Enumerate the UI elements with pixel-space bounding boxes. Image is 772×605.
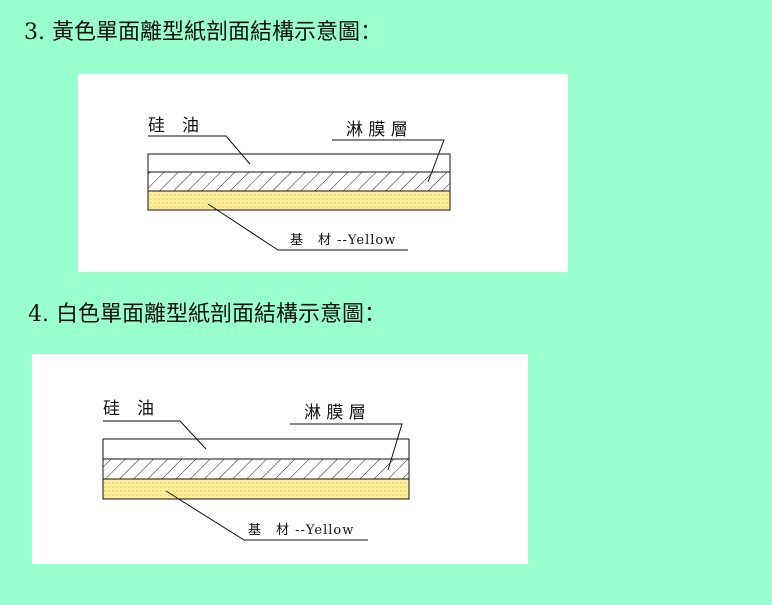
section4-diagram: 硅 油 淋 膜 層 基 材 --Yellow bbox=[32, 354, 528, 564]
section3-silicone-label: 硅 油 bbox=[148, 116, 199, 136]
section3-base-label: 基 材 --Yellow bbox=[290, 233, 396, 248]
section3-heading: 3. 黃色單面離型紙剖面結構示意圖： bbox=[24, 20, 382, 45]
section3-film-label: 淋 膜 層 bbox=[346, 120, 408, 140]
section4-film-label: 淋 膜 層 bbox=[304, 403, 366, 423]
section3-film-layer bbox=[147, 171, 451, 192]
section4-diagram-svg: 硅 油 淋 膜 層 基 材 --Yellow bbox=[102, 399, 410, 541]
section4-film-leader bbox=[290, 423, 403, 471]
section4-film-layer bbox=[102, 458, 410, 480]
section4-silicone-label: 硅 油 bbox=[103, 399, 154, 419]
section3-silicone-leader bbox=[148, 135, 251, 165]
section4-silicone-leader bbox=[103, 420, 207, 450]
section3-diagram-svg: 硅 油 淋 膜 層 基 材 --Yellow bbox=[147, 116, 451, 251]
section3-base-layer bbox=[147, 190, 451, 211]
section3-diagram: 硅 油 淋 膜 層 基 材 --Yellow bbox=[78, 74, 568, 272]
section4-base-layer bbox=[102, 478, 410, 500]
section4-base-label: 基 材 --Yellow bbox=[248, 523, 354, 538]
section4-silicone-layer bbox=[102, 438, 410, 460]
section3-silicone-layer bbox=[147, 153, 451, 173]
section3-film-leader bbox=[332, 139, 445, 183]
section4-heading: 4. 白色單面離型紙剖面結構示意圖： bbox=[28, 302, 386, 327]
section3-base-leader bbox=[207, 203, 408, 251]
section4-base-leader bbox=[165, 490, 368, 541]
